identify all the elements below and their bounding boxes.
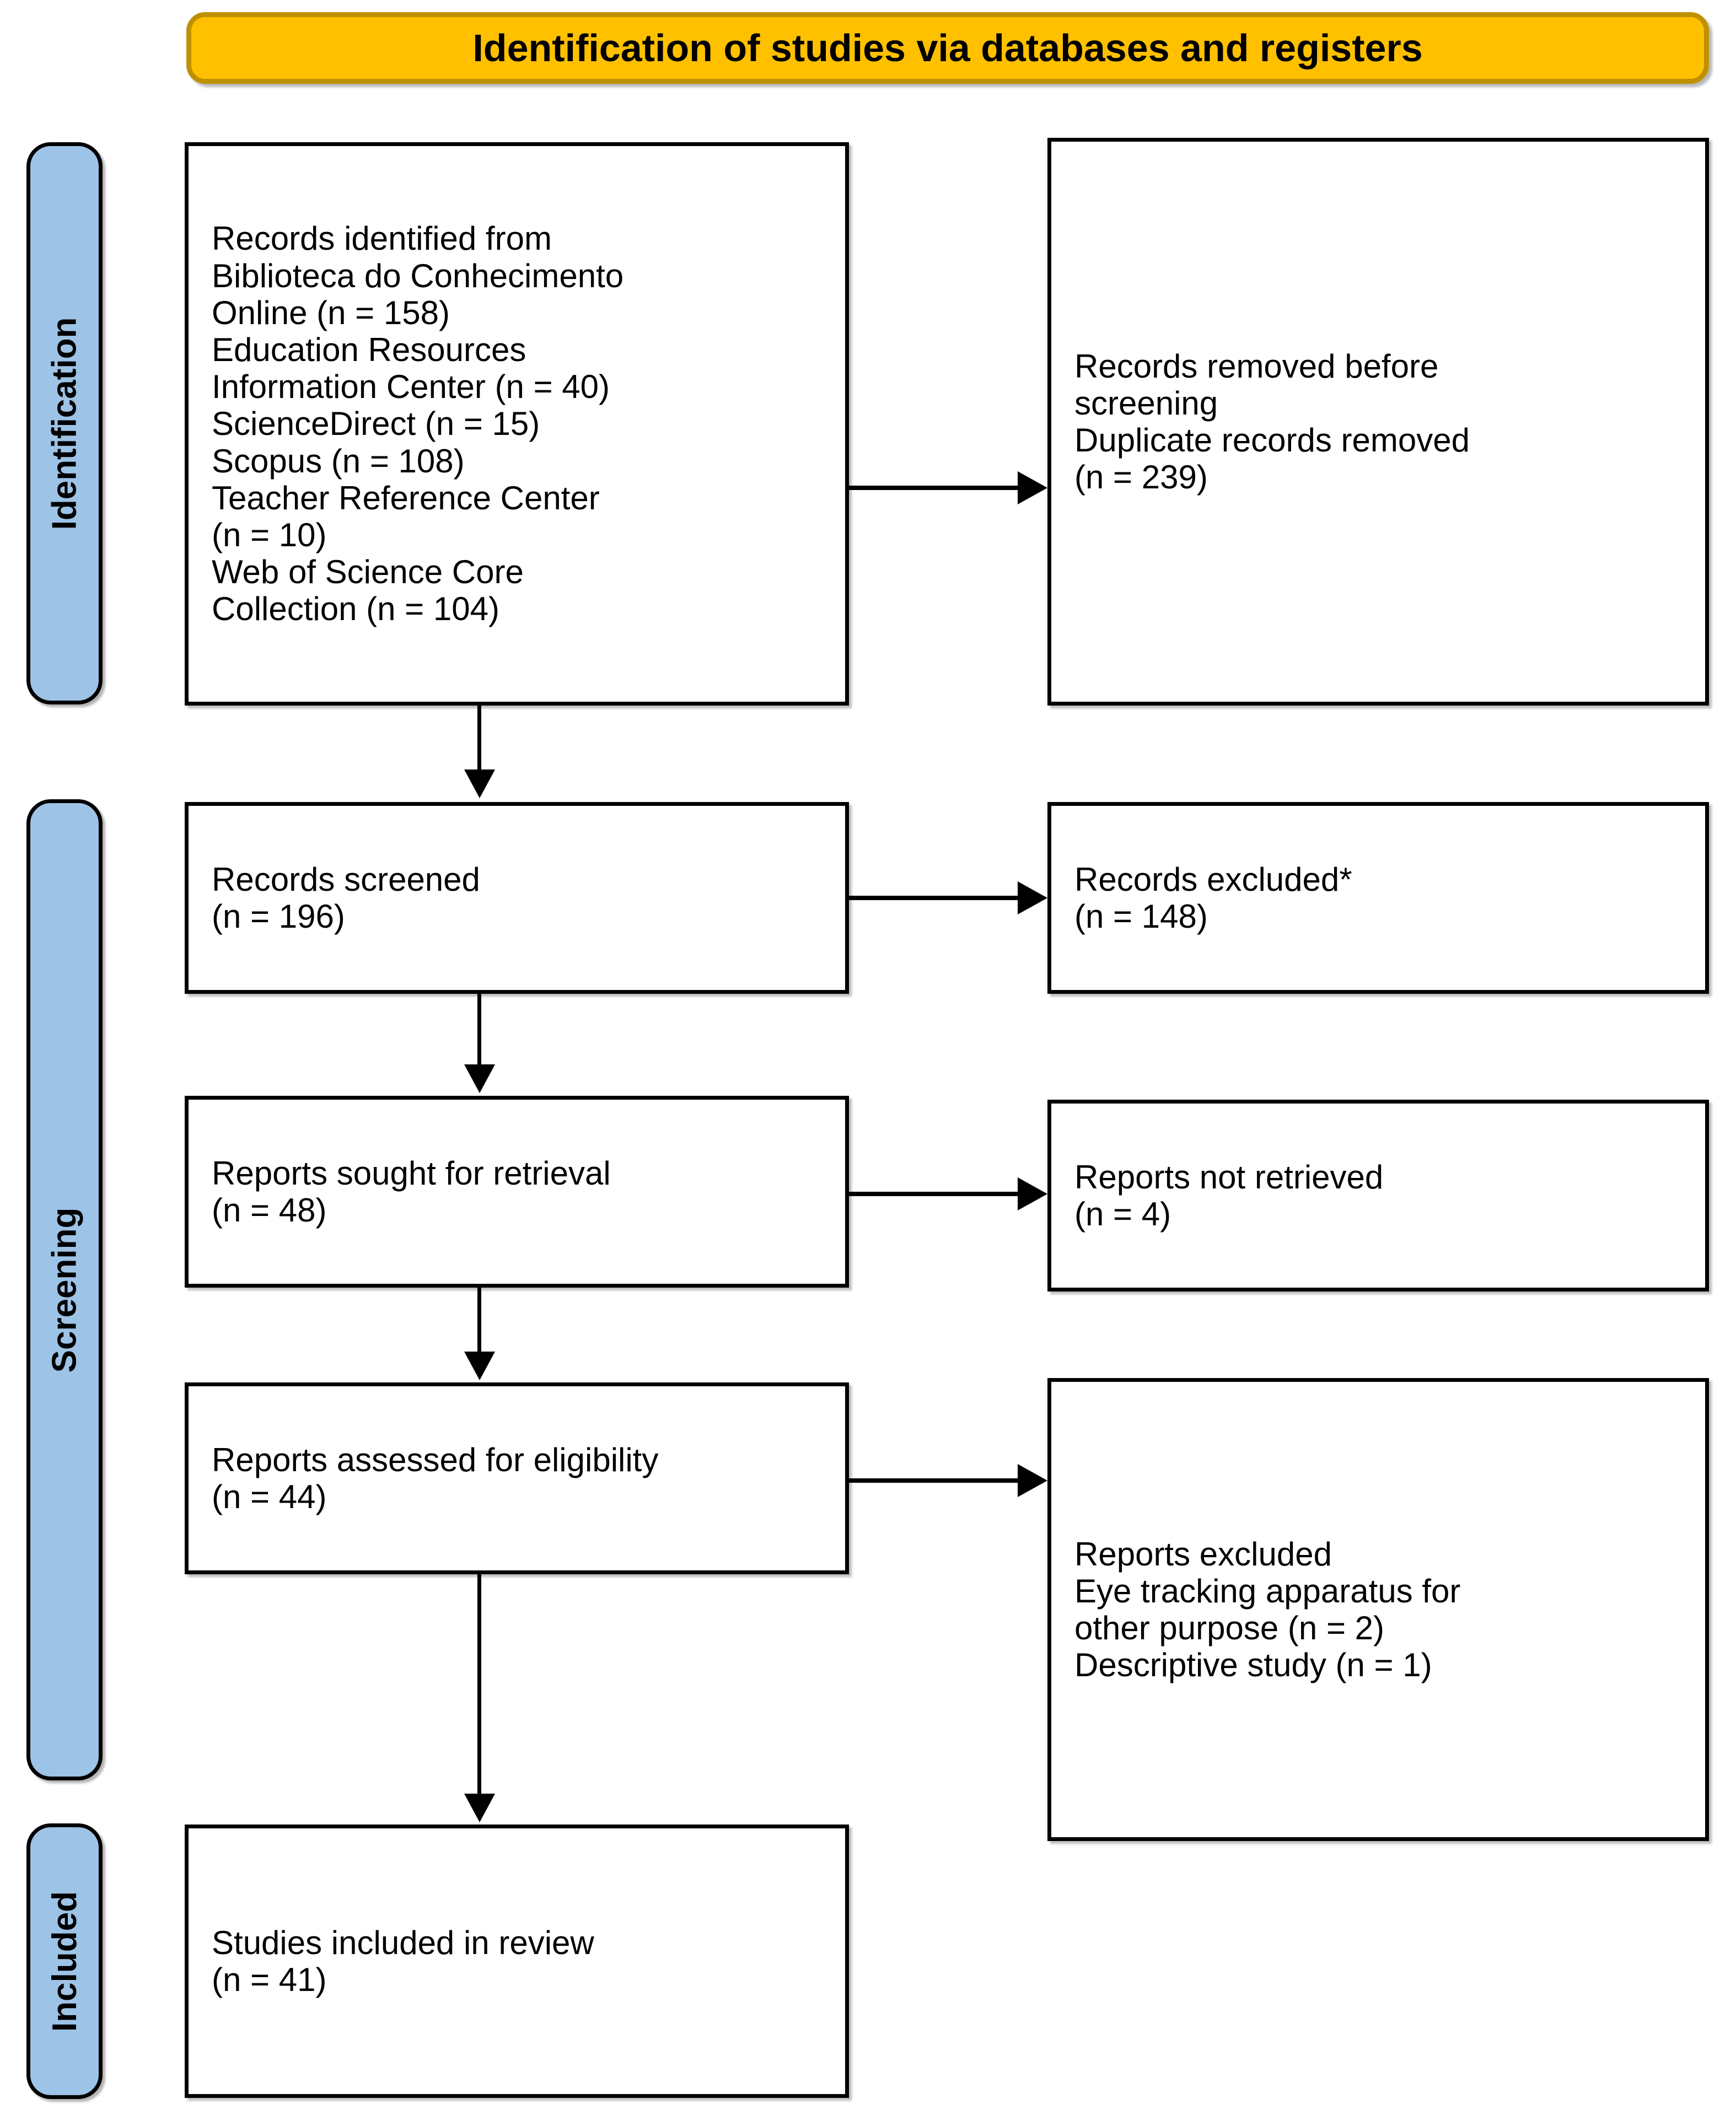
- box-studies-included-text: Studies included in review (n = 41): [212, 1924, 594, 1998]
- box-reports-not-retrieved: Reports not retrieved (n = 4): [1047, 1100, 1709, 1291]
- stage-label-screening: Screening: [45, 1207, 84, 1373]
- connector-assessed-to-excluded: [849, 1478, 1019, 1483]
- box-records-excluded-text: Records excluded* (n = 148): [1074, 860, 1352, 935]
- phase-banner-identification: Identification of studies via databases …: [186, 12, 1709, 84]
- stage-label-included: Included: [45, 1891, 84, 2032]
- connector-identified-to-removed: [849, 486, 1019, 490]
- box-reports-sought: Reports sought for retrieval (n = 48): [185, 1096, 849, 1288]
- box-records-identified: Records identified from Biblioteca do Co…: [185, 142, 849, 706]
- box-records-removed-text: Records removed before screening Duplica…: [1074, 347, 1470, 496]
- stage-pill-included: Included: [26, 1823, 103, 2099]
- box-reports-sought-text: Reports sought for retrieval (n = 48): [212, 1154, 611, 1229]
- connector-sought-to-assessed: [477, 1288, 481, 1354]
- connector-screened-to-excluded: [849, 896, 1019, 900]
- arrowhead-sought-to-assessed: [464, 1352, 495, 1380]
- box-studies-included: Studies included in review (n = 41): [185, 1825, 849, 2098]
- box-records-excluded: Records excluded* (n = 148): [1047, 802, 1709, 994]
- box-reports-not-retrieved-text: Reports not retrieved (n = 4): [1074, 1158, 1384, 1233]
- box-reports-excluded: Reports excluded Eye tracking apparatus …: [1047, 1378, 1709, 1841]
- arrowhead-identified-to-removed: [1018, 471, 1047, 504]
- box-reports-assessed-text: Reports assessed for eligibility (n = 44…: [212, 1441, 659, 1515]
- connector-identified-to-screened: [477, 706, 481, 772]
- phase-banner-title: Identification of studies via databases …: [472, 26, 1423, 69]
- connector-sought-to-not-retrieved: [849, 1192, 1019, 1196]
- arrowhead-identified-to-screened: [464, 769, 495, 798]
- box-records-screened: Records screened (n = 196): [185, 802, 849, 994]
- stage-pill-screening: Screening: [26, 799, 103, 1780]
- arrowhead-assessed-to-included: [464, 1794, 495, 1822]
- stage-pill-identification: Identification: [26, 142, 103, 704]
- stage-label-identification: Identification: [45, 317, 84, 530]
- connector-assessed-to-included: [477, 1574, 481, 1796]
- box-records-removed: Records removed before screening Duplica…: [1047, 138, 1709, 706]
- box-reports-assessed: Reports assessed for eligibility (n = 44…: [185, 1382, 849, 1574]
- arrowhead-sought-to-not-retrieved: [1018, 1177, 1047, 1210]
- arrowhead-assessed-to-excluded: [1018, 1464, 1047, 1497]
- box-reports-excluded-text: Reports excluded Eye tracking apparatus …: [1074, 1535, 1461, 1684]
- box-records-identified-text: Records identified from Biblioteca do Co…: [212, 220, 624, 628]
- connector-screened-to-sought: [477, 994, 481, 1067]
- box-records-screened-text: Records screened (n = 196): [212, 860, 480, 935]
- arrowhead-screened-to-excluded: [1018, 881, 1047, 914]
- arrowhead-screened-to-sought: [464, 1064, 495, 1093]
